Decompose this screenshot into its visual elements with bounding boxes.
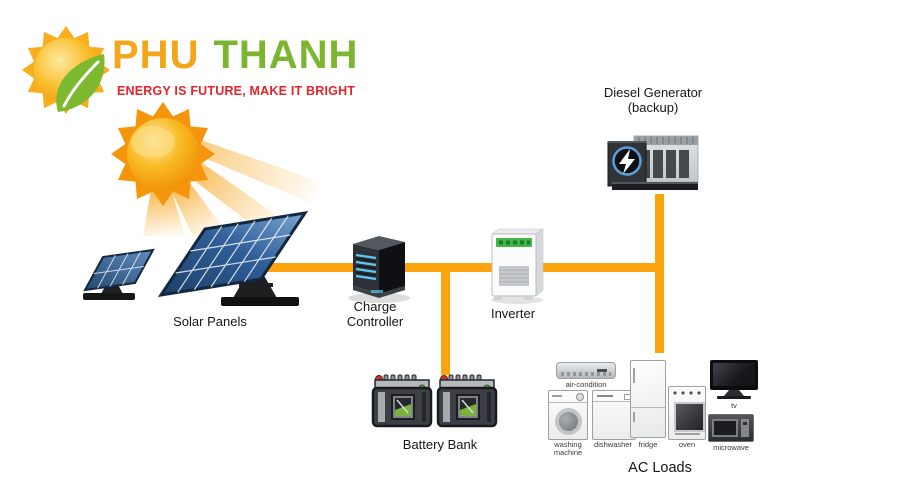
washing-machine-label-line2: machine xyxy=(553,448,583,457)
fridge-label: fridge xyxy=(638,440,658,449)
sun-rays-icon xyxy=(111,102,321,236)
inverter-label: Inverter xyxy=(490,306,536,321)
air-conditioner-icon xyxy=(556,362,616,379)
brand-second-word: THANH xyxy=(213,33,359,77)
dishwasher-icon xyxy=(592,390,636,440)
oven-label: oven xyxy=(678,440,696,449)
wire-to-battery xyxy=(441,263,450,375)
solar-panel-icon xyxy=(83,210,309,306)
aircon-vent xyxy=(561,372,611,376)
battery-bank-label: Battery Bank xyxy=(402,437,478,452)
ac-loads-label: AC Loads xyxy=(628,460,692,476)
sun-leaf-icon xyxy=(22,26,110,114)
oven-window xyxy=(674,402,705,432)
server-tower-icon xyxy=(348,236,410,303)
tv-stand xyxy=(724,390,744,396)
dishwasher-panel xyxy=(593,391,635,402)
generator-icon xyxy=(607,135,699,190)
oven-knobs xyxy=(671,389,703,397)
air-condition-label: air-condition xyxy=(565,380,607,389)
aircon-display xyxy=(597,369,607,372)
charge-controller-label: Charge Controller xyxy=(330,299,420,329)
diesel-generator-label-line1: Diesel Generator xyxy=(603,85,703,100)
washing-machine-knob xyxy=(576,393,584,401)
microwave-controls xyxy=(741,419,749,437)
microwave-label: microwave xyxy=(713,443,749,452)
washing-machine-panel xyxy=(549,391,587,403)
brand-tagline: ENERGY IS FUTURE, MAKE IT BRIGHT xyxy=(117,84,356,98)
washing-machine-icon xyxy=(548,390,588,440)
tv-icon xyxy=(710,360,758,390)
fridge-icon xyxy=(630,360,666,438)
fridge-handle-top xyxy=(633,368,635,383)
brand-first-word: PHU xyxy=(112,33,200,77)
tv-screen xyxy=(713,363,755,386)
washing-machine-display xyxy=(552,395,562,397)
dishwasher-display xyxy=(597,395,613,397)
battery-icon xyxy=(371,373,498,428)
solar-panel-large xyxy=(157,210,309,306)
diesel-generator-label: Diesel Generator (backup) xyxy=(585,85,721,115)
wire-main-horizontal xyxy=(262,263,664,272)
microwave-window xyxy=(712,419,738,437)
oven-icon xyxy=(668,386,706,440)
diesel-generator-label-line2: (backup) xyxy=(627,100,679,115)
inverter-box-icon xyxy=(491,228,544,304)
microwave-icon xyxy=(708,414,754,442)
brand-wordmark: PHU THANH xyxy=(112,33,358,78)
sun-star xyxy=(111,102,215,206)
dishwasher-label: dishwasher xyxy=(594,440,632,449)
washing-machine-label-line1: washing xyxy=(554,440,582,449)
wire-generator-to-loads xyxy=(655,194,664,353)
solar-panels-label: Solar Panels xyxy=(173,314,247,329)
washing-machine-label: washing machine xyxy=(547,441,589,457)
fridge-door-split xyxy=(631,407,665,408)
charge-controller-label-line1: Charge xyxy=(353,299,397,314)
washing-machine-door xyxy=(555,408,582,435)
tv-label: tv xyxy=(731,401,737,410)
solar-panel-small xyxy=(83,248,155,300)
microwave-button xyxy=(743,422,747,425)
charge-controller-label-line2: Controller xyxy=(346,314,404,329)
tv-base xyxy=(717,396,751,399)
oven-drawer xyxy=(675,433,700,435)
fridge-handle-bottom xyxy=(633,412,635,422)
